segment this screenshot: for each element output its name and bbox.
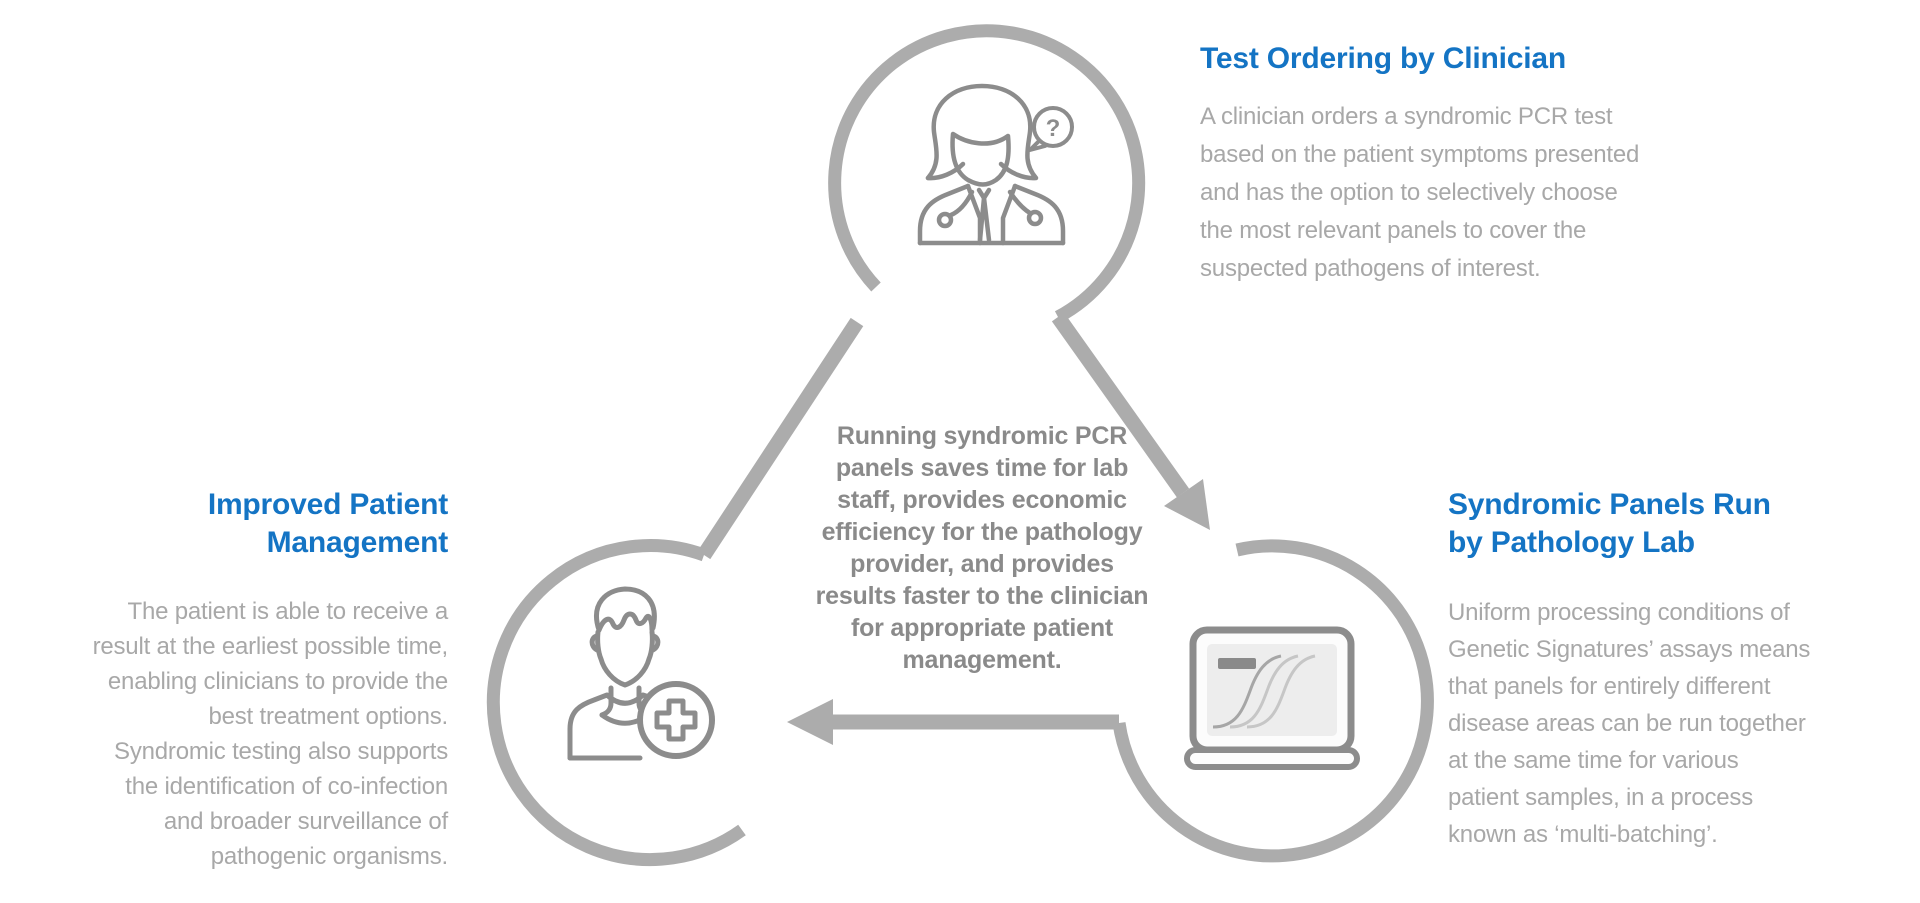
coat-left xyxy=(917,183,971,246)
patient-node-description: The patient is able to receive a result … xyxy=(92,598,449,870)
neck-left xyxy=(599,685,614,718)
ear-right xyxy=(650,633,661,653)
question-mark-glyph: ? xyxy=(1046,115,1061,142)
ring-lab xyxy=(1112,539,1434,863)
lab-node-title: Syndromic Panels Run by Pathology Lab xyxy=(1448,488,1771,559)
clinician-node-title: Test Ordering by Clinician xyxy=(1200,42,1566,75)
connector-patient-to-clinician xyxy=(697,317,864,560)
torso-outline xyxy=(567,692,652,761)
monitor-base xyxy=(1184,747,1360,770)
arrow-lab-to-patient xyxy=(787,699,1119,745)
face-outline xyxy=(950,131,1011,187)
amplification-curve-1 xyxy=(1212,654,1282,729)
hair-curl xyxy=(925,161,966,181)
cycle-rings xyxy=(486,24,1434,866)
stethoscope-chestpiece-right xyxy=(1026,209,1044,227)
amplification-curve-2 xyxy=(1229,654,1299,729)
coat-right xyxy=(1012,183,1066,246)
head-dome xyxy=(594,586,657,633)
speech-bubble-tail xyxy=(1028,139,1047,152)
plus-cross-icon xyxy=(654,698,698,742)
cycle-arrows xyxy=(697,312,1210,745)
screen-menu-dash xyxy=(1218,658,1256,669)
lab-node-description: Uniform processing conditions of Genetic… xyxy=(1448,599,1811,848)
clinician-node-description: A clinician orders a syndromic PCR test … xyxy=(1200,103,1640,282)
patient-node-title: Improved Patient Management xyxy=(207,488,448,559)
stethoscope-chestpiece-left xyxy=(936,211,954,229)
face-sides xyxy=(595,629,655,688)
stethoscope-tube-right xyxy=(1007,189,1033,216)
ear-left xyxy=(589,633,600,653)
pcr-curves-monitor-icon xyxy=(1184,626,1360,770)
ring-clinician xyxy=(828,24,1146,323)
stethoscope-tube-left xyxy=(948,189,975,218)
arrowhead-left-icon xyxy=(787,699,833,745)
clinician-with-question-bubble-icon: ? xyxy=(917,83,1074,246)
hair-outline xyxy=(925,83,1039,181)
hair-fringe xyxy=(596,611,655,633)
tie-body xyxy=(977,195,992,243)
arrow-clinician-to-lab xyxy=(1051,312,1210,530)
amplification-curve-3 xyxy=(1246,654,1316,729)
patient-medical-plus-icon xyxy=(567,586,715,761)
arrowhead-down-right-icon xyxy=(1164,479,1210,530)
plus-badge-circle xyxy=(637,681,715,759)
cycle-center-summary: Running syndromic PCR panels saves time … xyxy=(815,422,1149,674)
speech-bubble-icon xyxy=(1032,106,1074,148)
ring-patient xyxy=(486,539,746,866)
